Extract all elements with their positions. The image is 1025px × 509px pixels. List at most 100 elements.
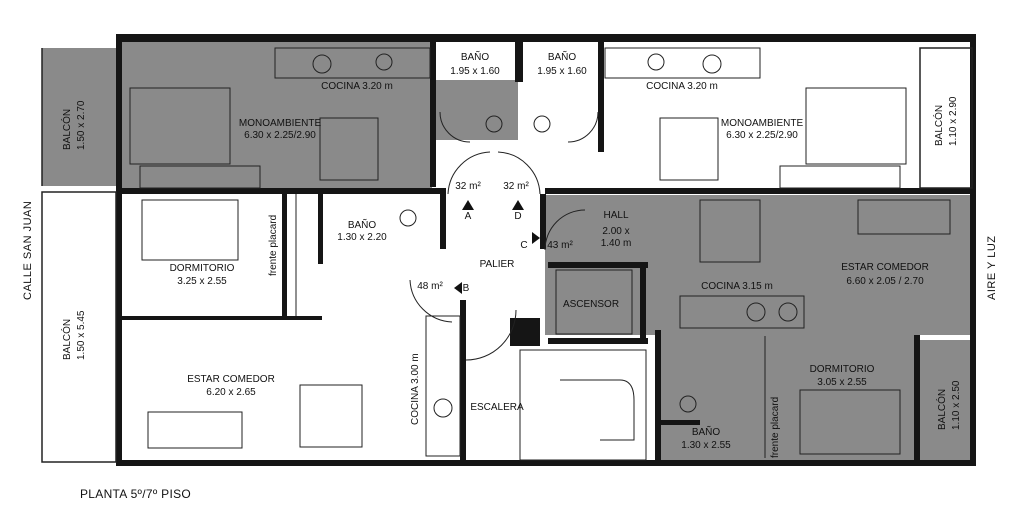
sink-tr — [647, 53, 665, 71]
wall-unit-c-lower — [655, 330, 661, 465]
bed-mono-right — [805, 87, 907, 165]
street-right-label: AIRE Y LUZ — [986, 235, 998, 300]
bath-tr-dims: 1.95 x 1.60 — [537, 66, 587, 77]
toilet-bath-ml — [399, 209, 417, 227]
balcony-tl-dims: 1.50 x 2.70 — [76, 100, 87, 150]
balcony-br-dims: 1.10 x 2.50 — [951, 380, 962, 430]
balcony-bl-name: BALCÓN — [62, 318, 73, 360]
stove-tl — [312, 54, 332, 74]
wall-unit-d-left — [598, 42, 604, 152]
wall-kitchen-ml — [460, 300, 466, 465]
dorm-left-name: DORMITORIO — [169, 263, 235, 274]
table-estar-right — [699, 199, 761, 263]
estar-right-name: ESTAR COMEDOR — [841, 262, 929, 273]
counter-kitchen-mr — [679, 295, 805, 329]
balcony-bottom-left-outline — [41, 191, 117, 463]
balcony-tr-name: BALCÓN — [934, 104, 945, 146]
stair-outline — [519, 349, 647, 461]
wall-top — [116, 34, 976, 42]
wall-bath-mid — [515, 42, 523, 82]
door-bath-tl — [439, 111, 471, 143]
kitchen-tl-label: COCINA 3.20 m — [321, 81, 393, 92]
balcony-bl-dims: 1.50 x 5.45 — [76, 310, 87, 360]
balcony-br-name: BALCÓN — [937, 388, 948, 430]
balcony-bottom-right-fill — [920, 340, 975, 464]
unit-arrows — [454, 200, 540, 294]
door-unit-c — [544, 209, 586, 251]
ascensor-label: ASCENSOR — [562, 299, 620, 310]
palier-label: PALIER — [479, 259, 515, 270]
mono-left-dims: 6.30 x 2.25/2.90 — [244, 130, 316, 141]
hall-dims-2: 1.40 m — [600, 238, 632, 249]
counter-kitchen-tr — [604, 47, 761, 79]
mono-right-dims: 6.30 x 2.25/2.90 — [726, 130, 798, 141]
arrow-c — [532, 232, 540, 244]
sofa-mono-left — [139, 165, 261, 189]
unit-a-fill — [120, 40, 432, 190]
unit-d-area: 32 m² — [503, 181, 529, 192]
walls — [116, 34, 976, 466]
plan-title: PLANTA 5º/7º PISO — [80, 487, 192, 501]
furniture — [129, 47, 951, 461]
counter-kitchen-ml — [425, 315, 461, 457]
wall-bottom — [116, 460, 976, 466]
sofa-mono-right — [779, 165, 901, 189]
stair-turn — [560, 379, 635, 441]
kitchen-ml-label: COCINA 3.00 m — [410, 353, 421, 425]
unit-fills — [42, 40, 975, 464]
bath-tl-dims: 1.95 x 1.60 — [450, 66, 500, 77]
sofa-estar-left — [147, 411, 243, 449]
arrow-d — [512, 200, 524, 210]
bed-dorm-right — [799, 389, 901, 455]
door-bath-tr — [567, 111, 599, 143]
table-estar-left — [299, 384, 363, 448]
sink-tl — [375, 53, 393, 71]
dorm-right-name: DORMITORIO — [809, 364, 875, 375]
balcony-top-right-outline — [919, 47, 973, 189]
escalera-label: ESCALERA — [470, 402, 524, 413]
wall-bath-ml — [318, 194, 323, 264]
kitchen-tr-label: COCINA 3.20 m — [646, 81, 718, 92]
counter-kitchen-tl — [274, 47, 431, 79]
wall-balcony-br — [914, 335, 920, 465]
bath-br-name: BAÑO — [691, 427, 721, 438]
wall-bath-left — [430, 42, 436, 187]
door-unit-a — [447, 151, 491, 195]
wall-core-right — [540, 194, 546, 249]
sofa-estar-right — [857, 199, 951, 235]
elevator-car — [555, 269, 633, 335]
unit-a-bath-fill — [436, 80, 518, 140]
street-left-label: CALLE SAN JUAN — [22, 200, 34, 300]
balcony-top-left-fill — [42, 48, 116, 186]
dorm-left-dims: 3.25 x 2.55 — [177, 276, 227, 287]
hall-top-white — [520, 78, 604, 118]
bed-dorm-left — [141, 199, 239, 261]
unit-a-letter: A — [464, 211, 472, 222]
wall-right — [970, 34, 976, 466]
stove-ml — [433, 398, 453, 418]
hall-name: HALL — [603, 210, 629, 221]
wall-elevator-top — [548, 262, 648, 268]
unit-a-area: 32 m² — [455, 181, 481, 192]
unit-b-area: 48 m² — [417, 281, 443, 292]
toilet-bath-tl — [485, 115, 503, 133]
door-escalera — [465, 309, 517, 361]
wall-dorm-l — [282, 194, 287, 319]
kitchen-mr-label: COCINA 3.15 m — [701, 281, 773, 292]
stove-mr — [746, 302, 766, 322]
estar-left-dims: 6.20 x 2.65 — [206, 387, 256, 398]
bath-ml-name: BAÑO — [347, 220, 377, 231]
table-mono-left — [319, 117, 379, 181]
toilet-bath-tr — [533, 115, 551, 133]
mono-right-name: MONOAMBIENTE — [720, 118, 804, 129]
estar-left-name: ESTAR COMEDOR — [187, 374, 275, 385]
wall-mid-right — [545, 188, 976, 194]
bed-mono-left — [129, 87, 231, 165]
balcony-tr-dims: 1.10 x 2.90 — [948, 96, 959, 146]
arrow-b — [454, 282, 462, 294]
wall-elevator-bottom — [548, 338, 648, 344]
bath-ml-dims: 1.30 x 2.20 — [337, 232, 387, 243]
bath-tl-name: BAÑO — [460, 52, 490, 63]
sink-mr — [778, 302, 798, 322]
wall-mid-left — [116, 188, 446, 194]
